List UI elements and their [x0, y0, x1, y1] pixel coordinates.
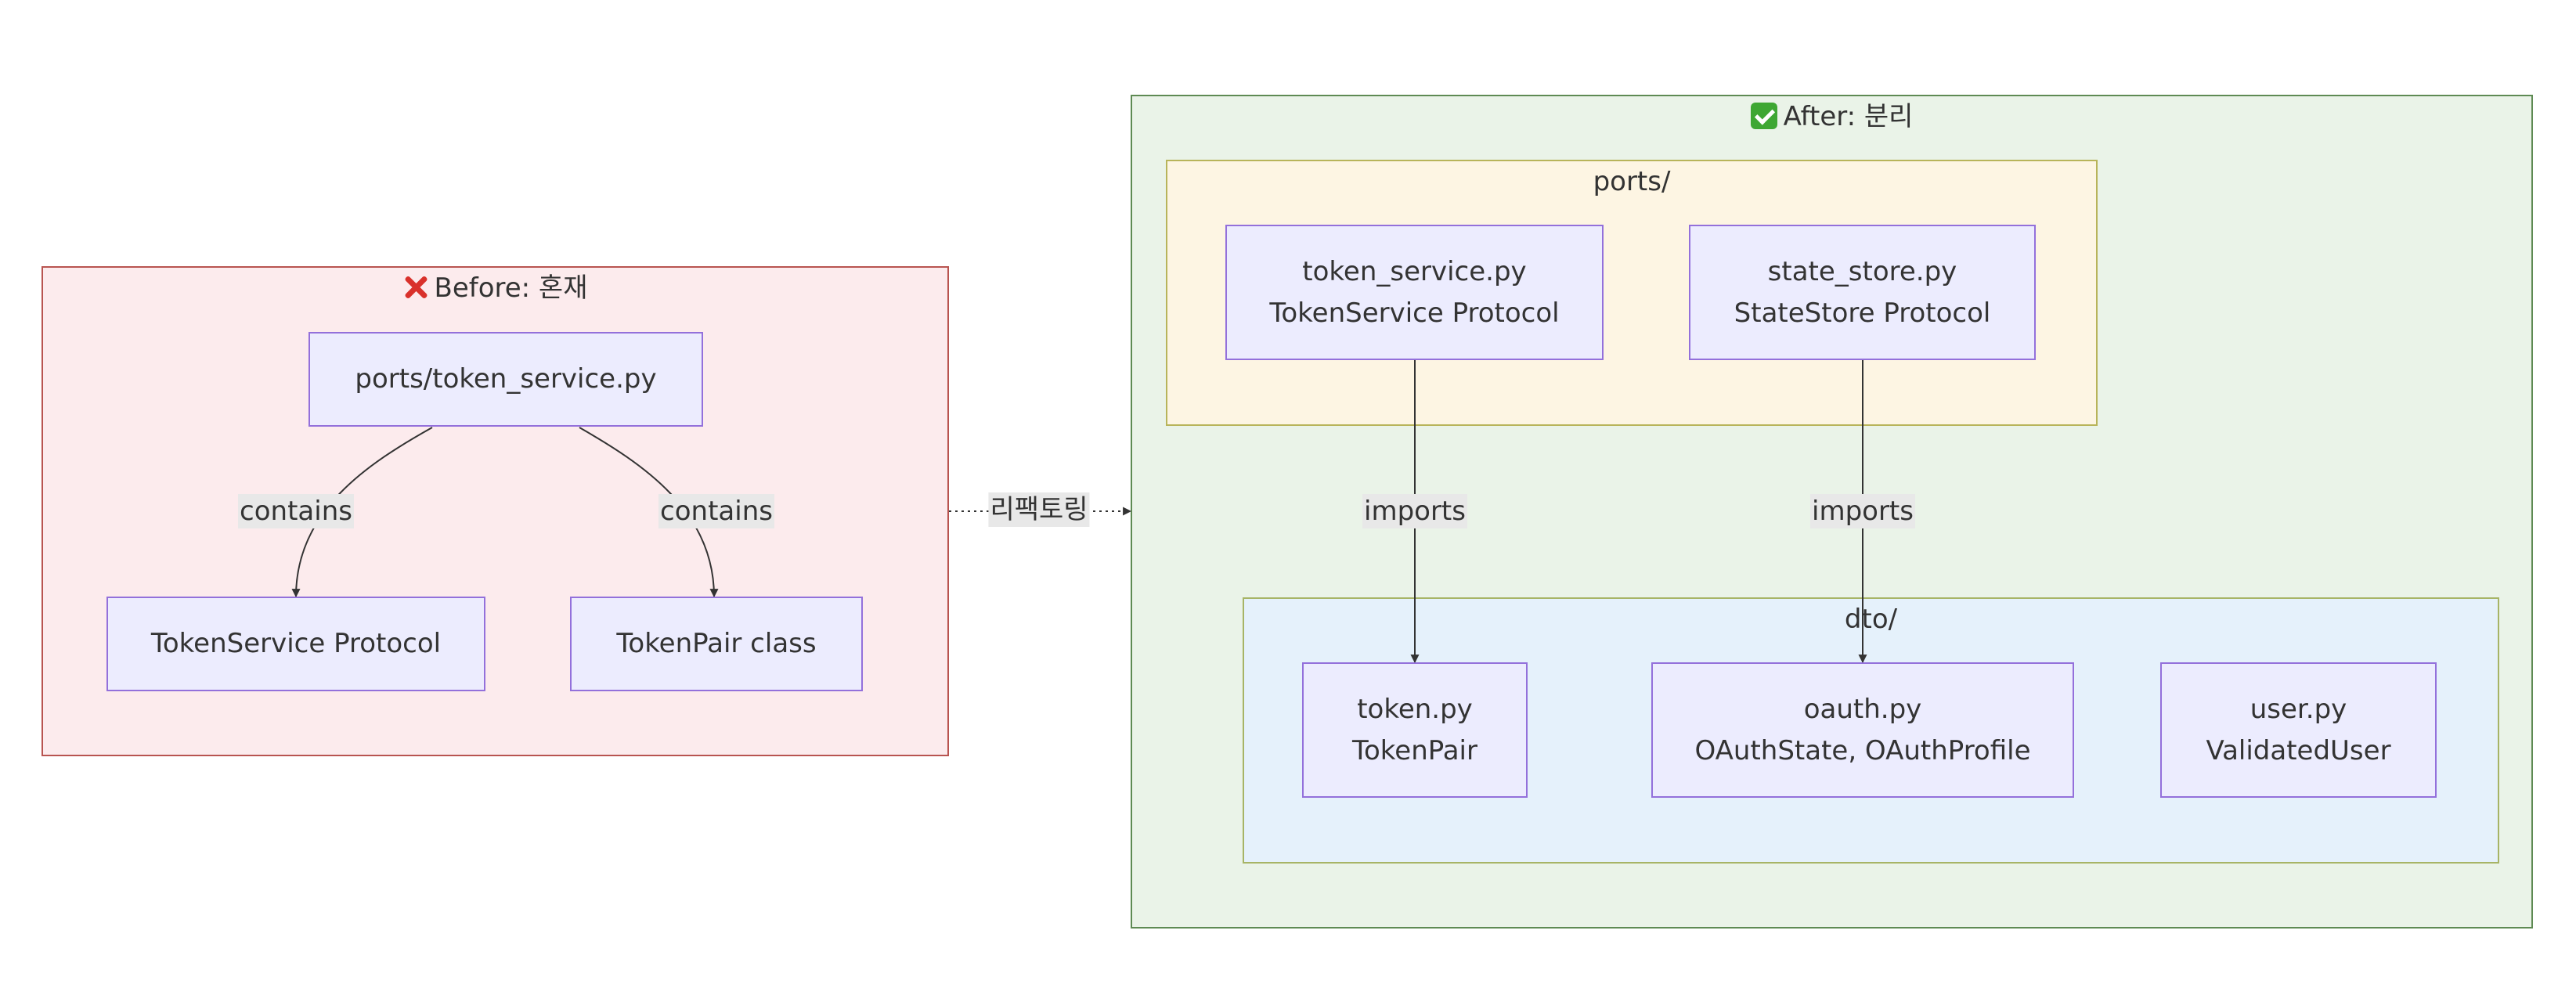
- after-cluster-title: After: 분리: [1132, 101, 2531, 132]
- node-token-service-py: token_service.py TokenService Protocol: [1225, 225, 1604, 360]
- node-file-label: token_service.py: [1302, 255, 1527, 287]
- before-title-text: Before: 혼재: [434, 272, 588, 304]
- node-token-py: token.py TokenPair: [1302, 662, 1528, 798]
- node-oauth-py: oauth.py OAuthState, OAuthProfile: [1651, 662, 2074, 798]
- node-user-py: user.py ValidatedUser: [2160, 662, 2437, 798]
- dto-cluster-title: dto/: [1844, 604, 1898, 635]
- node-desc-label: OAuthState, OAuthProfile: [1694, 734, 2031, 766]
- node-desc-label: TokenService Protocol: [1269, 297, 1560, 329]
- edge-label-contains-right: contains: [658, 494, 774, 528]
- node-desc-label: TokenPair: [1352, 734, 1477, 766]
- node-label: ports/token_service.py: [355, 363, 657, 395]
- edge-label-imports-left: imports: [1362, 494, 1467, 528]
- node-desc-label: StateStore Protocol: [1734, 297, 1991, 329]
- node-ports-token-service: ports/token_service.py: [308, 332, 703, 427]
- node-file-label: token.py: [1357, 693, 1473, 725]
- node-tokenpair-class: TokenPair class: [570, 597, 863, 691]
- node-label: TokenService Protocol: [150, 628, 442, 659]
- after-title-text: After: 분리: [1783, 101, 1914, 132]
- node-label: TokenPair class: [616, 628, 817, 659]
- node-state-store-py: state_store.py StateStore Protocol: [1689, 225, 2036, 360]
- node-file-label: state_store.py: [1767, 255, 1957, 287]
- node-desc-label: ValidatedUser: [2206, 734, 2391, 766]
- edge-contains-right: [579, 427, 719, 598]
- check-mark-icon: [1750, 103, 1777, 129]
- node-tokenservice-protocol: TokenService Protocol: [106, 597, 485, 691]
- ports-cluster-title: ports/: [1593, 166, 1671, 197]
- edge-contains-left: [291, 427, 433, 598]
- node-file-label: user.py: [2249, 693, 2347, 725]
- edge-label-refactoring: 리팩토링: [988, 492, 1090, 527]
- before-cluster-title: Before: 혼재: [43, 272, 947, 304]
- edge-label-contains-left: contains: [238, 494, 354, 528]
- node-file-label: oauth.py: [1803, 693, 1922, 725]
- edge-label-imports-right: imports: [1810, 494, 1915, 528]
